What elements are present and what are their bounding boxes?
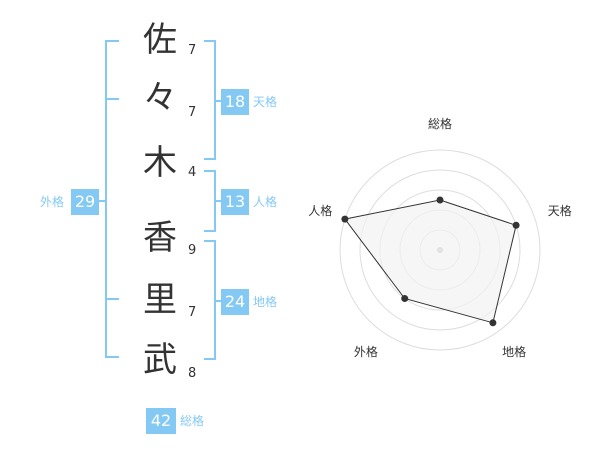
- tenkaku-stem: [216, 100, 222, 102]
- tenkaku-value: 18: [221, 89, 249, 115]
- stroke-count-4: 9: [188, 243, 197, 258]
- jinkaku-label: 人格: [253, 195, 278, 209]
- name-char-3: 木: [143, 143, 177, 183]
- jinkaku-stem: [216, 200, 222, 202]
- radar-axis-label-4: 外格: [354, 344, 378, 359]
- tenkaku-label: 天格: [253, 95, 278, 109]
- radar-point-2: [512, 221, 520, 229]
- gaikaku-stem: [98, 200, 105, 202]
- radar-ring-4: [359, 169, 521, 331]
- name-char-1: 佐: [143, 20, 177, 60]
- gaikaku-tick-2: [105, 298, 119, 300]
- jinkaku-value: 13: [221, 189, 249, 215]
- stroke-count-3: 4: [188, 165, 197, 180]
- stroke-count-5: 7: [188, 305, 197, 320]
- radar-axis-label-2: 天格: [548, 203, 572, 218]
- radar-point-5: [341, 215, 349, 223]
- name-char-4: 香: [143, 218, 177, 258]
- radar-axis-label-3: 地格: [502, 344, 526, 359]
- soukaku-label: 総格: [180, 414, 205, 428]
- jinkaku-bracket: [204, 170, 216, 232]
- gaikaku-label: 外格: [40, 195, 65, 209]
- soukaku-value: 42: [146, 408, 176, 434]
- radar-axis-label-1: 総格: [428, 116, 452, 131]
- chikaku-value: 24: [221, 289, 249, 315]
- name-char-6: 武: [143, 340, 177, 380]
- stroke-count-2: 7: [188, 105, 197, 120]
- chikaku-label: 地格: [253, 295, 278, 309]
- radar-axis-label-5: 人格: [308, 203, 332, 218]
- radar-ring-5: [339, 149, 541, 351]
- radar-point-3: [489, 319, 497, 327]
- chikaku-bracket: [204, 240, 216, 360]
- radar-series-polygon: [344, 199, 517, 324]
- radar-point-4: [401, 295, 409, 303]
- gaikaku-tick-1: [105, 98, 119, 100]
- gaikaku-bracket: [105, 40, 119, 358]
- name-char-2: 々: [143, 78, 177, 118]
- gaikaku-value: 29: [71, 189, 99, 215]
- tenkaku-bracket: [204, 40, 216, 160]
- name-char-5: 里: [143, 280, 177, 320]
- stroke-count-1: 7: [188, 43, 197, 58]
- chikaku-stem: [216, 300, 222, 302]
- radar-point-1: [436, 196, 444, 204]
- stroke-count-6: 8: [188, 366, 197, 381]
